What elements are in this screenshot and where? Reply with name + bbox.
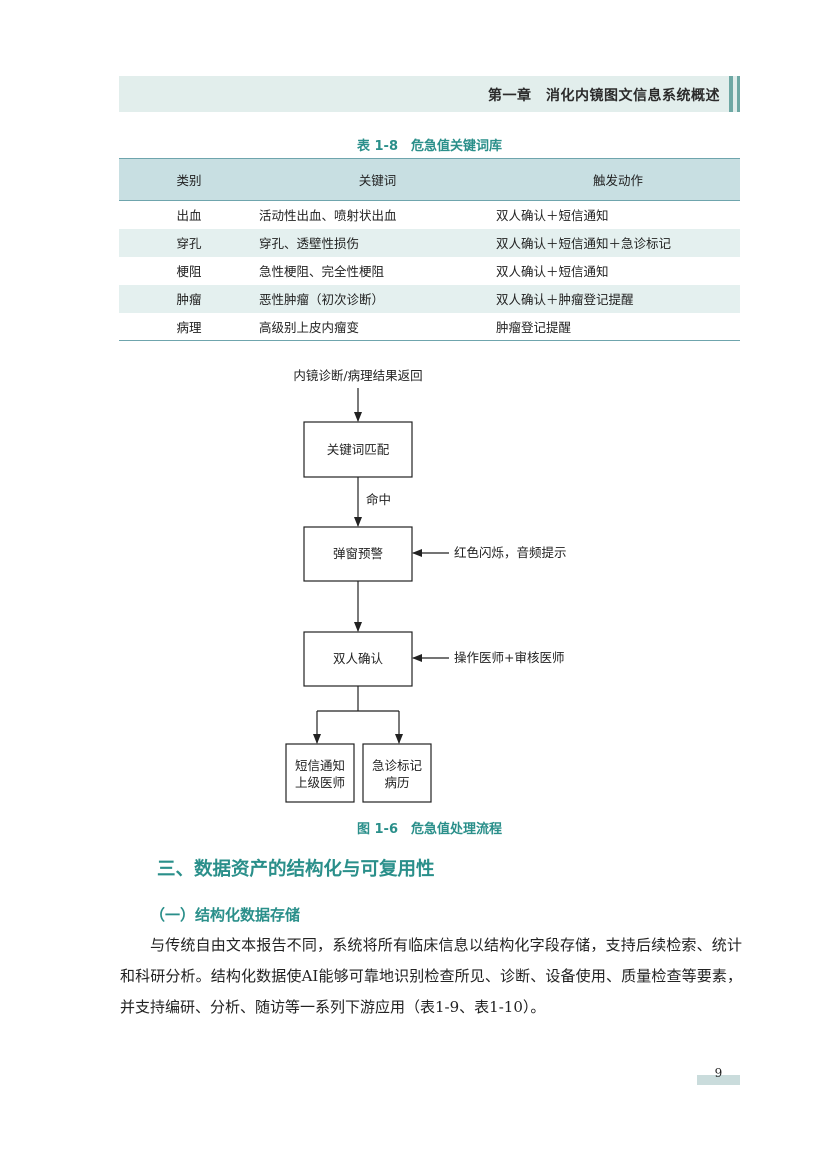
flow-box-sms-notify-line1: 短信通知 bbox=[295, 758, 345, 773]
cell-category: 病理 bbox=[119, 312, 259, 341]
cell-action: 双人确认＋短信通知 bbox=[496, 208, 609, 224]
flow-confirm-note: 操作医师+审核医师 bbox=[454, 650, 564, 665]
flow-box-keyword-match bbox=[303, 421, 413, 478]
cell-keywords: 活动性出血、喷射状出血 bbox=[259, 208, 397, 224]
flow-hit-label: 命中 bbox=[366, 492, 391, 507]
table-header-row: 类别 关键词 触发动作 bbox=[119, 158, 740, 201]
body-paragraph: 与传统自由文本报告不同，系统将所有临床信息以结构化字段存储，支持后续检索、统计和… bbox=[120, 936, 742, 1016]
subsection-heading: （一）结构化数据存储 bbox=[150, 906, 301, 924]
cell-action: 双人确认＋短信通知＋急诊标记 bbox=[496, 236, 672, 251]
flow-box-popup-alert-label: 弹窗预警 bbox=[333, 546, 383, 561]
cell-category: 梗阻 bbox=[176, 264, 202, 279]
flow-box-dual-confirm-label: 双人确认 bbox=[333, 651, 384, 666]
cell-keywords: 恶性肿瘤（初次诊断） bbox=[259, 292, 385, 307]
figure-caption: 图 1-6 危急值处理流程 bbox=[356, 822, 502, 837]
chapter-title: 第一章 消化内镜图文信息系统概述 bbox=[488, 88, 720, 104]
flow-box-emergency-mark bbox=[362, 743, 432, 803]
table-row: 穿孔 穿孔、透壁性损伤 双人确认＋短信通知＋急诊标记 bbox=[119, 228, 740, 257]
table-caption: 表 1-8 危急值关键词库 bbox=[356, 139, 502, 154]
table-row: 肿瘤 恶性肿瘤（初次诊断） 双人确认＋肿瘤登记提醒 bbox=[119, 284, 740, 313]
flow-box-keyword-match-label: 关键词匹配 bbox=[327, 442, 390, 457]
flow-box-emergency-mark-line2: 病历 bbox=[384, 775, 409, 790]
column-header-action: 触发动作 bbox=[496, 158, 740, 201]
page-number: 9 bbox=[714, 1066, 723, 1080]
header-accent-bar bbox=[729, 76, 733, 112]
flow-popup-note: 红色闪烁，音频提示 bbox=[454, 545, 567, 560]
cell-category: 出血 bbox=[176, 208, 202, 224]
page-number-band bbox=[697, 1075, 740, 1085]
critical-value-keyword-table: 类别 关键词 触发动作 出血 活动性出血、喷射状出血 双人确认＋短信通知 穿孔 … bbox=[119, 158, 740, 341]
table-row: 病理 高级别上皮内瘤变 肿瘤登记提醒 bbox=[119, 312, 740, 341]
flow-box-sms-notify-line2: 上级医师 bbox=[295, 775, 345, 790]
cell-category: 穿孔 bbox=[176, 236, 202, 251]
cell-action: 双人确认＋短信通知 bbox=[496, 264, 609, 279]
cell-keywords: 高级别上皮内瘤变 bbox=[259, 312, 496, 341]
flow-box-dual-confirm bbox=[303, 631, 413, 687]
cell-action: 肿瘤登记提醒 bbox=[496, 312, 740, 341]
cell-category: 肿瘤 bbox=[176, 292, 202, 307]
column-header-keywords: 关键词 bbox=[259, 158, 496, 201]
flow-box-emergency-mark-line1: 急诊标记 bbox=[372, 758, 423, 773]
table-row: 梗阻 急性梗阻、完全性梗阻 双人确认＋短信通知 bbox=[119, 257, 740, 285]
header-accent-bar bbox=[737, 76, 740, 112]
cell-action: 双人确认＋肿瘤登记提醒 bbox=[496, 292, 634, 307]
table-row: 出血 活动性出血、喷射状出血 双人确认＋短信通知 bbox=[119, 201, 740, 229]
flow-start-label: 内镜诊断/病理结果返回 bbox=[293, 368, 422, 383]
section-heading: 三、数据资产的结构化与可复用性 bbox=[157, 859, 435, 880]
cell-keywords: 穿孔、透壁性损伤 bbox=[259, 236, 360, 251]
flow-box-sms-notify bbox=[285, 743, 355, 803]
chapter-header-band: 第一章 消化内镜图文信息系统概述 bbox=[119, 76, 740, 112]
flow-box-popup-alert bbox=[303, 526, 413, 582]
column-header-category: 类别 bbox=[119, 158, 259, 201]
cell-keywords: 急性梗阻、完全性梗阻 bbox=[259, 264, 385, 279]
